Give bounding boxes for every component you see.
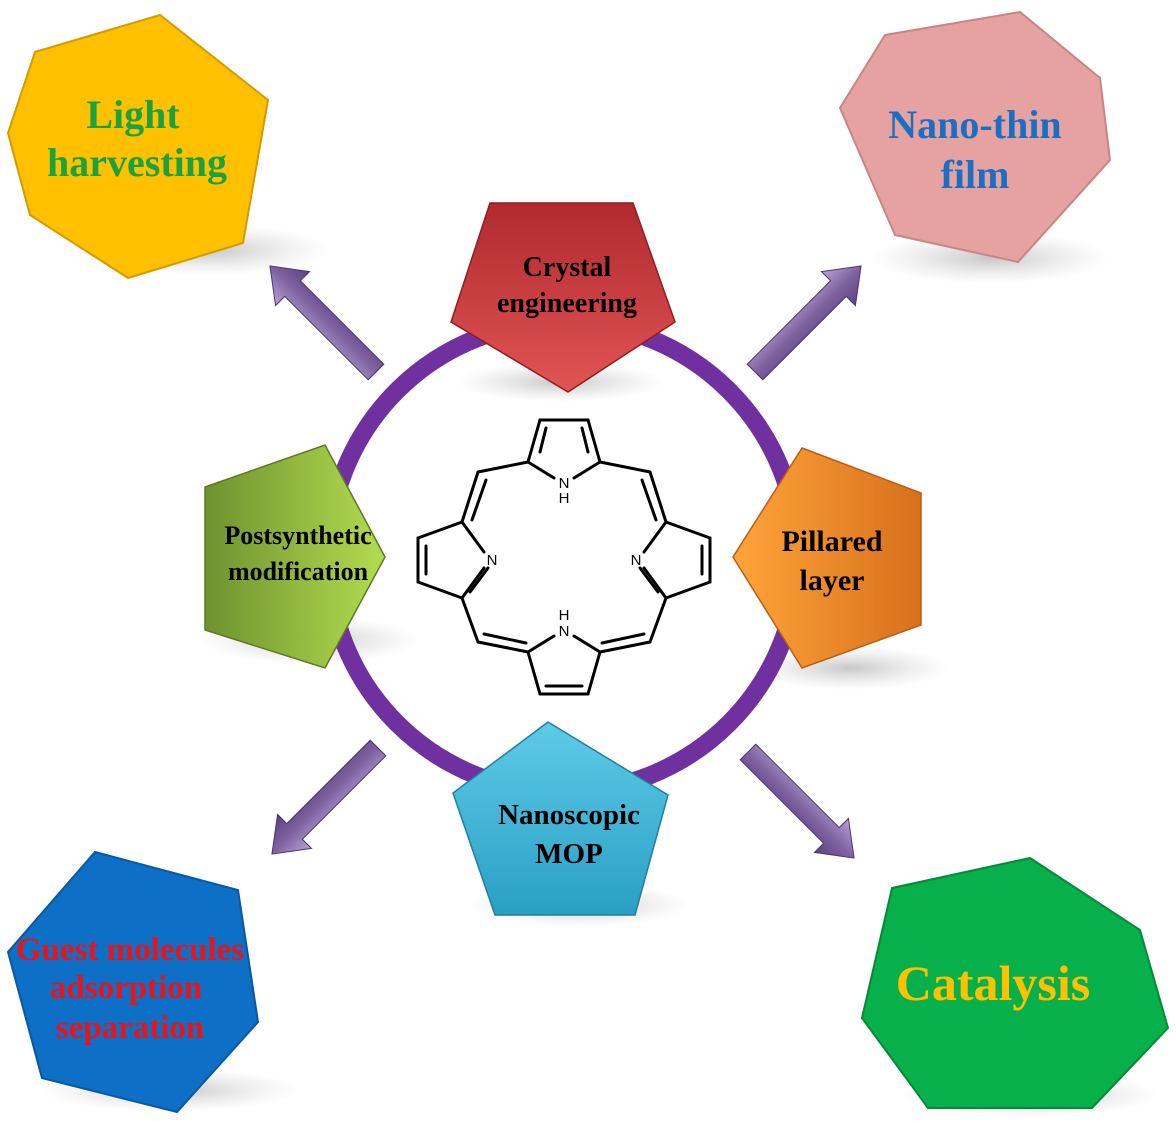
nanoscopic-line-1: Nanoscopic	[498, 799, 640, 831]
node-nano-thin-film: Nano-thin film	[838, 10, 1112, 264]
porphyrin-structure	[416, 418, 712, 696]
guest-line-2: adsorption	[50, 970, 202, 1006]
film-shadow	[870, 232, 1110, 284]
crystal-line-2: engineering	[497, 288, 637, 319]
porphyrin-atom-labels: N H N N H N	[487, 475, 642, 640]
node-light-harvesting: Light harvesting	[6, 13, 270, 280]
nano-thin-film-line-1: Nano-thin	[888, 102, 1061, 147]
atom-right-n: N	[631, 552, 642, 569]
atom-left-n: N	[487, 552, 498, 569]
postsynthetic-line-2: modification	[228, 557, 369, 586]
nano-thin-film-line-2: film	[941, 152, 1010, 197]
arrow-to-catalysis	[739, 743, 855, 859]
atom-top-h: H	[559, 490, 570, 507]
node-guest-molecules: Guest molecules adsorption separation	[6, 850, 260, 1114]
guest-line-3: separation	[56, 1010, 205, 1046]
postsynthetic-line-1: Postsynthetic	[224, 521, 371, 550]
arrow-to-light-harvesting	[269, 265, 385, 381]
node-postsynthetic-modification: Postsynthetic modification	[204, 444, 386, 669]
node-crystal-engineering: Crystal engineering	[450, 202, 676, 393]
atom-bottom-n: N	[559, 623, 570, 640]
light-harvesting-line-2: harvesting	[47, 140, 227, 185]
arrow-to-nano-thin-film	[746, 265, 862, 381]
light-harvesting-line-1: Light	[86, 92, 180, 137]
arrow-to-guest-molecules	[271, 739, 387, 855]
pillared-line-1: Pillared	[781, 525, 882, 558]
node-pillared-layer: Pillared layer	[732, 447, 922, 669]
node-catalysis: Catalysis	[860, 856, 1170, 1109]
catalysis-label: Catalysis	[896, 955, 1090, 1011]
nanoscopic-line-2: MOP	[535, 838, 603, 870]
crystal-line-1: Crystal	[523, 252, 612, 283]
atom-top-n: N	[559, 475, 570, 492]
atom-bottom-h: H	[559, 607, 570, 624]
guest-line-1: Guest molecules	[16, 932, 244, 968]
node-nanoscopic-mop: Nanoscopic MOP	[452, 721, 669, 916]
pillared-line-2: layer	[800, 564, 865, 597]
